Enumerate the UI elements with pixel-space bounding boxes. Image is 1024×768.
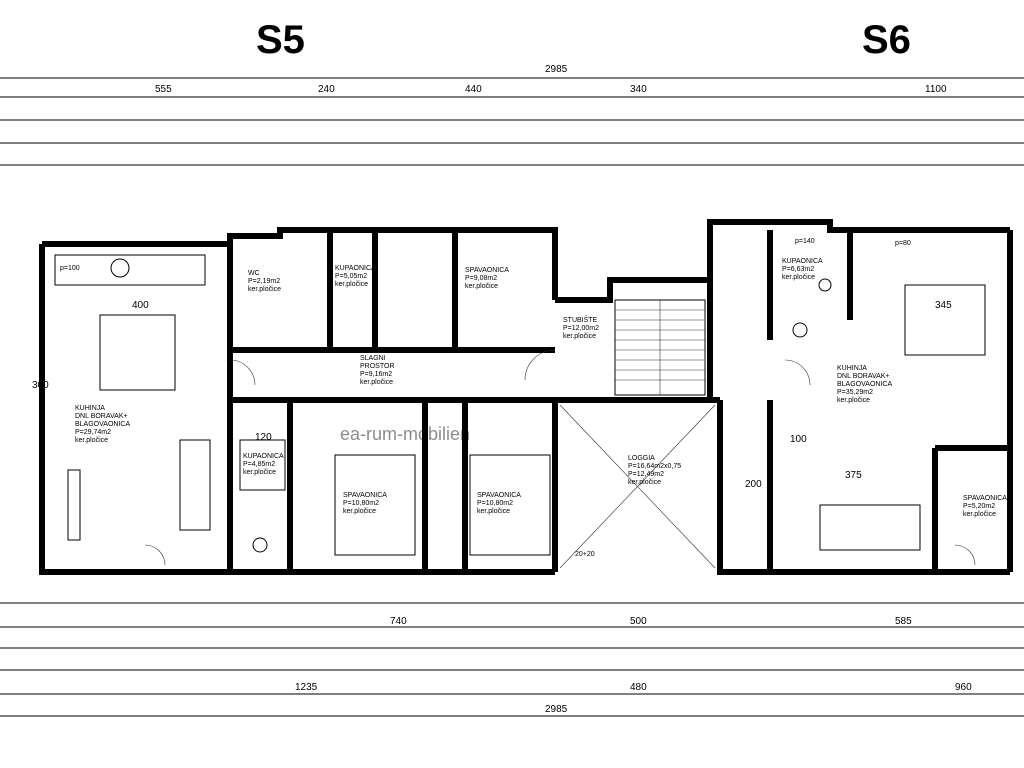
- room-label-s5-bath1: KUPAONICA P=5,05m2 ker.pločice: [335, 265, 377, 288]
- room-label-s5-wc: WC P=2,19m2 ker.pločice: [248, 270, 282, 293]
- dim-top-r1-3: 340: [630, 84, 647, 95]
- dim-bottom-r1-3: 740: [390, 616, 407, 627]
- room-label-s5-storage: SLAGNI PROSTOR P=9,16m2 ker.pločice: [360, 355, 396, 386]
- dim-top-r1-2: 440: [465, 84, 482, 95]
- door-swings: [144, 349, 976, 566]
- annotation-opening: 20+20: [575, 551, 595, 558]
- room-label-s6-kitchen: KUHINJA DNL BORAVAK+ BLAGOVAONICA P=35,2…: [837, 365, 894, 404]
- room-label-loggia: LOGGIA P=16,64m2x0,75 P=12,49m2 ker.ploč…: [628, 455, 683, 486]
- room-label-s6-bath: KUPAONICA P=6,63m2 ker.pločice: [782, 258, 824, 281]
- room-labels: KUHINJA DNL BORAVAK+ BLAGOVAONICA P=29,7…: [75, 258, 1009, 518]
- dim-top-r1-0: 555: [155, 84, 172, 95]
- annotation-345: 345: [935, 300, 952, 311]
- room-label-s5-bed1: SPAVAONICA P=9,08m2 ker.pločice: [465, 267, 511, 290]
- annotation-375: 375: [845, 470, 862, 481]
- bottom-dimension-lines: [0, 602, 1024, 717]
- room-label-s5-kitchen: KUHINJA DNL BORAVAK+ BLAGOVAONICA P=29,7…: [75, 405, 132, 444]
- room-label-s5-bed2: SPAVAONICA P=10,80m2 ker.pločice: [343, 492, 389, 515]
- staircase: [614, 299, 706, 396]
- dim-bottom-r4-0: 1235: [295, 682, 318, 693]
- dimension-labels: 2985 555 240 440 340 1100 2985 1235 480 …: [155, 64, 972, 715]
- top-dimension-lines: [0, 77, 1024, 166]
- annotation-p100: p=100: [60, 265, 80, 272]
- annotations: p=100 p=80 p=140 400 345 375 120 100 300…: [32, 238, 952, 558]
- annotation-120: 120: [255, 432, 272, 443]
- room-label-s5-bath2: KUPAONICA P=4,85m2 ker.pločice: [243, 453, 285, 476]
- room-label-s5-bed3: SPAVAONICA P=10,80m2 ker.pločice: [477, 492, 523, 515]
- room-label-stairs: STUBIŠTE P=12,00m2 ker.pločice: [563, 315, 601, 340]
- unit-title-s6: S6: [862, 18, 911, 62]
- loggia-cross: [559, 404, 716, 569]
- unit-title-s5: S5: [256, 18, 305, 62]
- annotation-p140: p=140: [795, 238, 815, 245]
- dim-top-r1-1: 240: [318, 84, 335, 95]
- dim-top-r1-4: 1100: [925, 84, 947, 95]
- annotation-400: 400: [132, 300, 149, 311]
- dim-bottom-total: 2985: [545, 704, 568, 715]
- annotation-p80: p=80: [895, 240, 911, 247]
- dim-top-total: 2985: [545, 64, 568, 75]
- annotation-200: 200: [745, 479, 762, 490]
- annotation-100: 100: [790, 434, 807, 445]
- dim-bottom-r1-7: 585: [895, 616, 912, 627]
- dim-bottom-r4-1: 480: [630, 682, 647, 693]
- watermark: ea-rum-mobilien: [340, 424, 470, 444]
- walls: [39, 219, 1013, 575]
- dim-bottom-r1-5: 500: [630, 616, 647, 627]
- furniture: [54, 254, 986, 556]
- room-label-s6-bed: SPAVAONICA P=5,20m2 ker.pločice: [963, 495, 1009, 518]
- dim-bottom-r4-2: 960: [955, 682, 972, 693]
- annotation-300: 300: [32, 380, 49, 391]
